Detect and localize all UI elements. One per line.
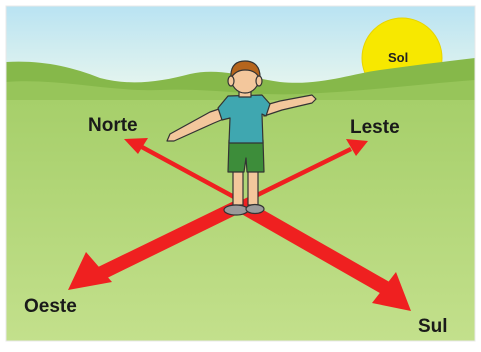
boy-ear-right	[255, 75, 263, 87]
boy-leg-right	[247, 166, 259, 206]
label-norte: Norte	[88, 115, 138, 136]
arrow-north	[139, 144, 248, 206]
arrow-south	[238, 200, 393, 296]
boy-shoe-left	[223, 204, 249, 216]
label-leste: Leste	[350, 117, 400, 138]
arrowhead-west	[68, 252, 112, 290]
label-sul: Sul	[418, 316, 448, 337]
boy-shoe-right	[245, 203, 265, 215]
arrowhead-south	[372, 272, 411, 311]
boy-leg-left	[232, 166, 244, 206]
label-oeste: Oeste	[24, 296, 77, 317]
arrow-east	[238, 147, 352, 206]
arrowhead-east	[346, 139, 368, 156]
image-frame	[5, 5, 476, 342]
boy-ear-left	[227, 75, 235, 87]
boy-arm-right	[261, 94, 317, 117]
arrowhead-north	[124, 138, 148, 154]
boy-shorts	[227, 139, 265, 173]
arrow-west	[96, 200, 242, 280]
label-sol: Sol	[388, 50, 409, 65]
arrows	[68, 138, 411, 311]
boy-figure	[166, 60, 317, 216]
boy-shirt	[217, 94, 271, 144]
